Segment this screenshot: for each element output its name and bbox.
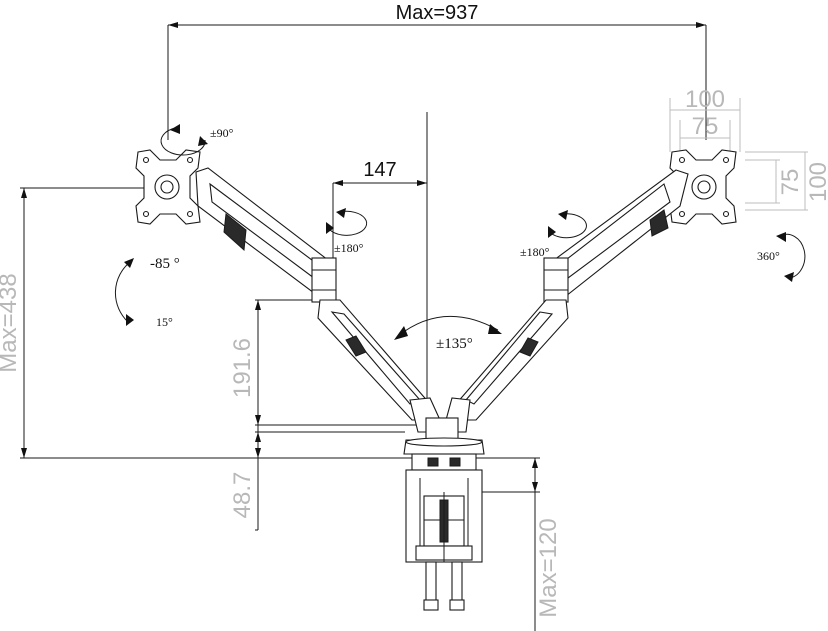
vesa-side-dimensions: 75 100 bbox=[745, 151, 828, 211]
right-upper-arm bbox=[543, 169, 689, 303]
vesa-inner-top-label: 75 bbox=[692, 113, 719, 140]
overall-width-dimension: Max=937 bbox=[167, 2, 707, 140]
left-upper-arm bbox=[195, 167, 337, 303]
base-height-dimension: 48.7 bbox=[229, 431, 405, 531]
desk-base bbox=[403, 437, 485, 471]
vesa-outer-top-label: 100 bbox=[685, 86, 725, 113]
max-height-label: Max=438 bbox=[0, 273, 22, 372]
right-rotation-label: 360° bbox=[757, 249, 780, 263]
desk-clamp bbox=[405, 469, 483, 563]
vesa-outer-side-label: 100 bbox=[805, 162, 828, 202]
clamp-max-dimension: Max=120 bbox=[480, 458, 562, 631]
left-lower-arm bbox=[317, 299, 431, 421]
pole-height-dimension: 191.6 bbox=[229, 299, 427, 432]
base-height-label: 48.7 bbox=[229, 472, 256, 519]
clamp-max-label: Max=120 bbox=[535, 518, 562, 617]
tilt-range-arc: -85 ° 15° bbox=[114, 256, 180, 329]
left-arm-swivel-arc: ±180° bbox=[326, 208, 368, 255]
left-arm-swivel-label: ±180° bbox=[334, 241, 364, 255]
vesa-top-dimensions: 100 75 bbox=[669, 86, 741, 152]
left-vesa-plate bbox=[135, 149, 201, 225]
vesa-inner-side-label: 75 bbox=[777, 169, 804, 196]
right-vesa-plate bbox=[669, 149, 737, 225]
right-arm-swivel-arc: ±180° bbox=[520, 210, 587, 259]
arm-offset-dimension: 147 bbox=[332, 159, 427, 265]
overall-width-label: Max=937 bbox=[396, 2, 479, 24]
center-joint bbox=[409, 397, 471, 441]
tilt-up-label: -85 ° bbox=[150, 256, 180, 272]
pole-height-label: 191.6 bbox=[229, 338, 256, 398]
right-lower-arm bbox=[455, 299, 569, 421]
tilt-down-label: 15° bbox=[156, 315, 173, 329]
right-arm-swivel-label: ±180° bbox=[520, 245, 550, 259]
arm-offset-label: 147 bbox=[363, 159, 396, 181]
base-rotation-label: ±135° bbox=[436, 336, 473, 352]
clamp-screw bbox=[423, 561, 465, 611]
tilt-rotation-arc: ±90° bbox=[160, 124, 234, 156]
base-rotation-arc: ±135° bbox=[394, 315, 502, 352]
tilt-plate-label: ±90° bbox=[210, 126, 234, 140]
max-height-dimension: Max=438 bbox=[0, 187, 540, 459]
right-rotation-arc: 360° bbox=[757, 232, 806, 282]
